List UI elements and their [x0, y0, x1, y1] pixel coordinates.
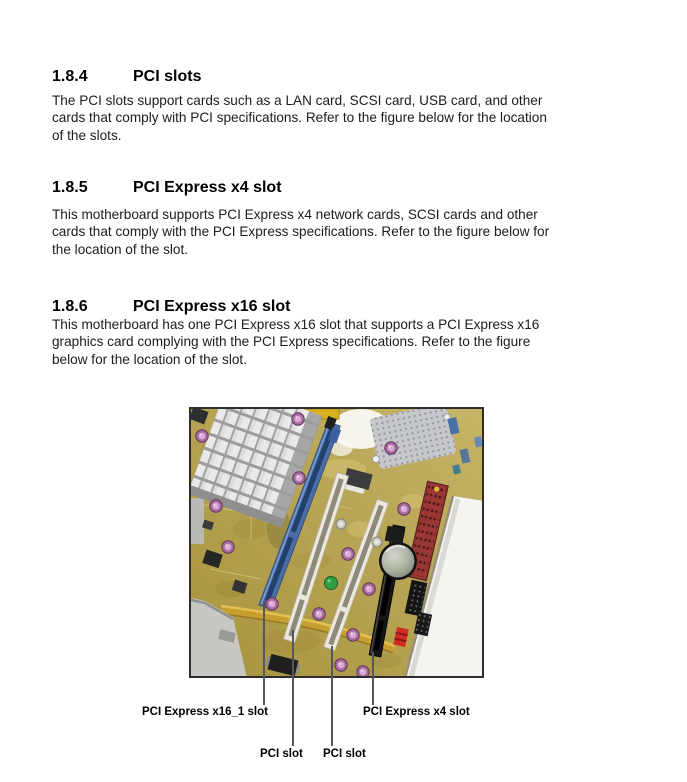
- section-title: PCI Express x4 slot: [133, 179, 282, 197]
- section-number: 1.8.5: [52, 179, 88, 197]
- figure-label-pci-slot-2: PCI slot: [323, 748, 366, 760]
- section-title: PCI slots: [133, 68, 202, 86]
- body-line: cards that comply with the PCI Express s…: [52, 224, 550, 240]
- figure-label-pcie-x4-slot: PCI Express x4 slot: [363, 706, 470, 718]
- leader-line-pci-slot-1: [291, 630, 294, 746]
- section-heading-pcie-x16: 1.8.6 PCI Express x16 slot: [52, 298, 290, 316]
- leader-line-x16-slot: [262, 601, 265, 705]
- leader-line-x4-slot: [371, 652, 374, 705]
- body-line: This motherboard supports PCI Express x4…: [52, 207, 538, 222]
- body-line: graphics card complying with the PCI Exp…: [52, 334, 531, 350]
- body-line: The PCI slots support cards such as a LA…: [52, 93, 543, 108]
- section-heading-pci-slots: 1.8.4 PCI slots: [52, 68, 201, 86]
- leader-line-pci-slot-2: [330, 646, 333, 746]
- section-title: PCI Express x16 slot: [133, 298, 291, 316]
- section-heading-pcie-x4: 1.8.5 PCI Express x4 slot: [52, 179, 282, 197]
- section-number: 1.8.4: [52, 68, 88, 86]
- motherboard-photo: [191, 409, 482, 676]
- body-line: cards that comply with PCI specification…: [52, 110, 547, 126]
- body-line: This motherboard has one PCI Express x16…: [52, 317, 540, 332]
- body-line: the location of the slot.: [52, 241, 189, 257]
- body-line: of the slots.: [52, 127, 122, 143]
- figure-frame: [189, 407, 484, 678]
- section-body-pcie-x4: This motherboard supports PCI Express x4…: [52, 206, 549, 258]
- section-number: 1.8.6: [52, 298, 88, 316]
- section-body-pci-slots: The PCI slots support cards such as a LA…: [52, 92, 547, 144]
- figure-label-pcie-x16-slot: PCI Express x16_1 slot: [142, 706, 268, 718]
- body-line: below for the location of the slot.: [52, 351, 247, 367]
- section-body-pcie-x16: This motherboard has one PCI Express x16…: [52, 316, 539, 368]
- figure-label-pci-slot-1: PCI slot: [260, 748, 303, 760]
